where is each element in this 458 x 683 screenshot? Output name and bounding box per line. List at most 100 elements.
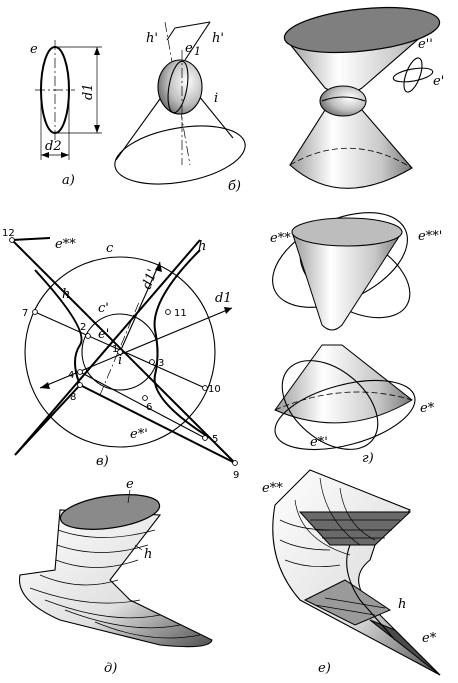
panel-e: e** h e* е) [262, 469, 441, 676]
label-e1: e [185, 41, 193, 56]
label-e1-sub: 1 [194, 45, 201, 58]
label-g-e-ss: e** [270, 231, 291, 246]
label-g-e-sp: e*' [310, 435, 328, 450]
caption-a: а) [62, 173, 75, 188]
point-8 [77, 382, 83, 388]
arrow-left [40, 382, 50, 389]
label-i: i [214, 91, 218, 106]
tube-section-5 [29, 587, 141, 604]
arrow-d1 [224, 307, 232, 314]
line-h1-c [166, 27, 176, 41]
num-11: 11 [174, 308, 187, 319]
hatch-5 [324, 597, 386, 609]
grid-line-5 [319, 477, 361, 546]
label-d1: d1 [81, 83, 96, 100]
point-12 [9, 237, 15, 243]
point-1 [117, 349, 123, 355]
label-e2: e'' [418, 37, 433, 52]
num-9: 9 [233, 470, 239, 481]
label-c: c [106, 241, 114, 256]
label-e-prime: e' [98, 327, 109, 342]
hyperbola-left [14, 269, 83, 456]
num-6: 6 [146, 402, 152, 413]
point-4 [77, 369, 83, 375]
label-e-ss: e** [55, 237, 76, 252]
num-1: 1 [112, 344, 118, 355]
surface-body [272, 469, 441, 676]
label-g-e-ssp: e**' [418, 229, 442, 244]
axis-dashdot-1 [99, 299, 141, 396]
ellipse-e1 [167, 60, 189, 114]
grid-line-2 [279, 539, 331, 551]
arrow-d1-prime [155, 262, 162, 272]
line-8-9 [79, 384, 236, 464]
point-3 [149, 359, 155, 365]
line-h1-b [184, 21, 211, 61]
label-e-ss: e** [262, 481, 283, 496]
num-2: 2 [80, 322, 86, 333]
ellipse-e2 [392, 67, 434, 83]
panel-v: 12 7 2 11 1 3 4 8 6 10 5 9 e** c h h d1'… [2, 228, 239, 481]
label-e-sp: e*' [130, 427, 148, 442]
panel-g: e** e**' e* e*' г) [270, 212, 442, 466]
line-h-diag [14, 239, 201, 456]
cone-lower-back [289, 147, 413, 169]
label-d-h: h [144, 547, 152, 562]
caption-v: в) [96, 454, 109, 469]
label-g-e-s: e* [420, 401, 435, 416]
base-ellipse [114, 125, 246, 185]
label-e-h: h [398, 597, 406, 612]
line-h1-a [174, 21, 211, 29]
num-5: 5 [212, 434, 218, 445]
grid-line-4 [294, 499, 351, 556]
point-2 [85, 333, 91, 339]
point-5 [202, 435, 208, 441]
leader-e [127, 489, 131, 504]
caption-e: е) [318, 661, 331, 676]
curve-h [346, 544, 396, 641]
dim-d2-arrow-right [61, 152, 69, 158]
panel-a: e d1 d2 а) [30, 40, 102, 188]
num-12: 12 [2, 228, 15, 239]
label-h1-left: h' [146, 31, 158, 46]
point-6 [142, 395, 148, 401]
line-axis-d1 [39, 307, 233, 389]
dim-d1-arrow-bottom [94, 125, 100, 133]
line-axis-d1-prime [119, 261, 161, 353]
tube-section-6 [44, 599, 161, 619]
hatch-4 [314, 604, 376, 616]
label-h-right: h [198, 239, 206, 254]
label-e1-cone: e' [433, 74, 444, 89]
num-10: 10 [208, 384, 221, 395]
caption-d: д) [104, 661, 117, 676]
e-sp-loop [281, 360, 379, 450]
label-d2: d2 [45, 139, 62, 154]
point-7 [32, 309, 38, 315]
cone-lower-body [289, 109, 413, 189]
grid-line-6 [339, 487, 376, 541]
sphere-waist [319, 85, 367, 117]
tube-body [18, 509, 213, 648]
label-c-prime: c' [98, 301, 109, 316]
circle-c [24, 256, 216, 448]
hyperbola-right [153, 249, 211, 439]
ellipse-e1-small [403, 57, 423, 93]
panel-b: h' h' e 1 i б) [114, 21, 246, 194]
label-e: e [30, 42, 38, 57]
cone-tip [369, 619, 441, 676]
g-top-ellipse [291, 217, 403, 247]
num-4: 4 [68, 370, 74, 381]
sphere-i [157, 59, 203, 115]
label-h1-right: h' [212, 31, 224, 46]
label-h-left: h [62, 287, 70, 302]
tube-top-ellipse [59, 494, 161, 530]
dim-d2-arrow-left [41, 152, 49, 158]
caption-b: б) [228, 179, 241, 194]
e-s-loop [274, 379, 416, 451]
grid-line-3 [284, 559, 341, 567]
line-4-5 [79, 371, 206, 439]
point-10 [202, 385, 208, 391]
tube-section-8 [94, 621, 201, 639]
label-d1: d1 [215, 291, 232, 306]
